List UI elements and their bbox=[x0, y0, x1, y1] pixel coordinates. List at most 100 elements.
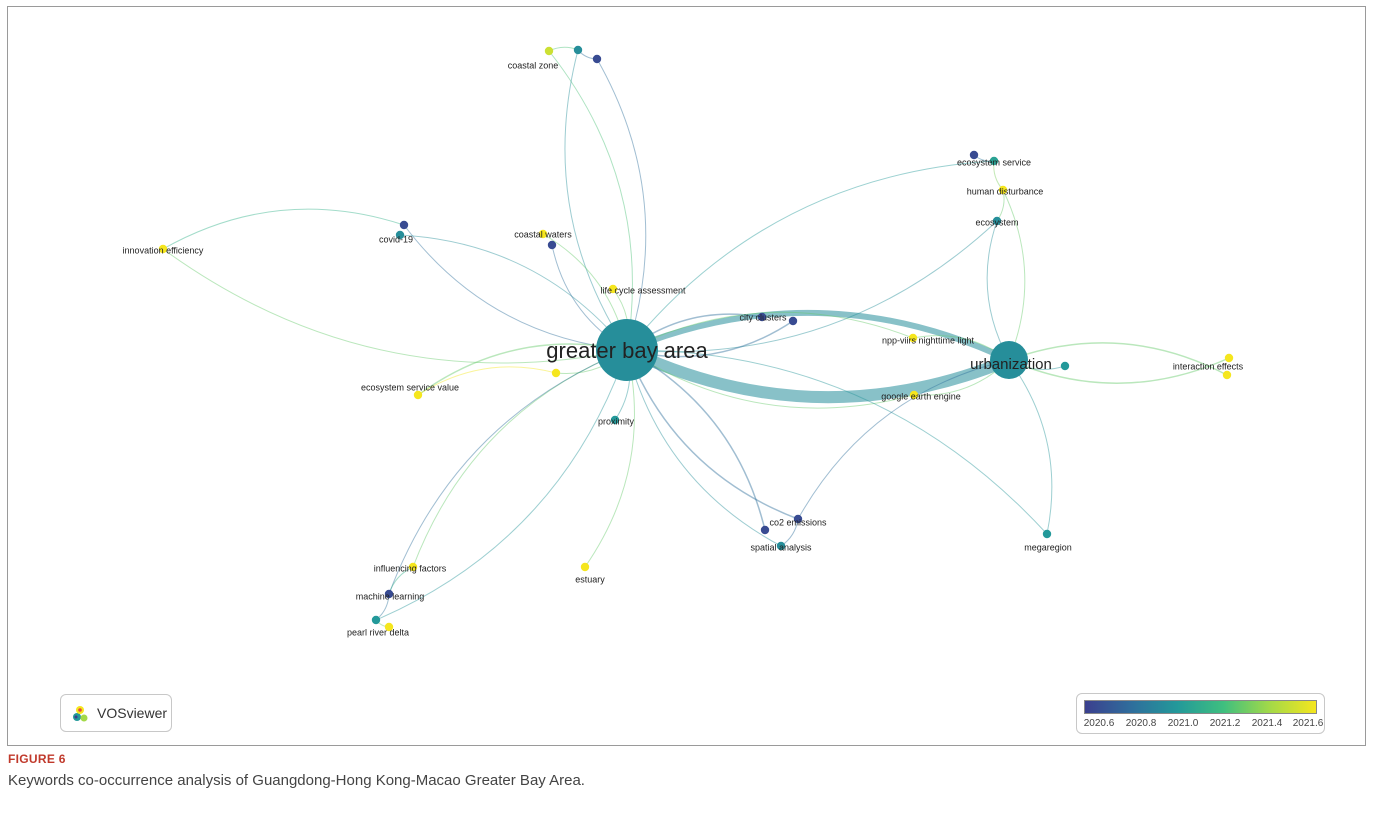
node-label-ecosystem: ecosystem bbox=[975, 217, 1018, 227]
node-label-megaregion: megaregion bbox=[1024, 542, 1072, 552]
node-label-coastal-zone: coastal zone bbox=[508, 60, 559, 70]
node-city-clusters[interactable] bbox=[757, 312, 767, 322]
network-link bbox=[162, 248, 628, 364]
vosviewer-label: VOSviewer bbox=[97, 705, 168, 721]
node-spatial[interactable] bbox=[776, 541, 786, 551]
network-link bbox=[596, 58, 647, 351]
node-proximity[interactable] bbox=[610, 415, 620, 425]
node-esv[interactable] bbox=[413, 390, 423, 400]
node-cz2[interactable] bbox=[573, 45, 583, 55]
network-link bbox=[1002, 189, 1026, 361]
legend-tick: 2021.6 bbox=[1292, 718, 1324, 729]
network-link bbox=[1008, 359, 1053, 535]
co-occurrence-network: greater bay area urbanization coastal zone… bbox=[123, 45, 1244, 637]
node-machine[interactable] bbox=[384, 589, 394, 599]
node-cw2[interactable] bbox=[547, 240, 557, 250]
node-pearl[interactable] bbox=[371, 615, 381, 625]
node-interaction[interactable] bbox=[1224, 353, 1234, 363]
network-labels: greater bay area urbanization coastal zone… bbox=[123, 60, 1244, 637]
network-link bbox=[564, 49, 628, 351]
network-link bbox=[399, 234, 628, 351]
network-link bbox=[548, 50, 633, 351]
figure-frame: greater bay area urbanization coastal zone… bbox=[7, 6, 1366, 746]
network-link bbox=[626, 160, 995, 351]
network-link bbox=[584, 349, 635, 568]
legend-tick: 2021.2 bbox=[1209, 718, 1241, 729]
vosviewer-logo-icon bbox=[73, 706, 88, 722]
node-label-proximity: proximity bbox=[598, 416, 635, 426]
node-urb2[interactable] bbox=[1060, 361, 1070, 371]
legend-tick: 2020.8 bbox=[1125, 718, 1157, 729]
network-link bbox=[375, 349, 628, 621]
node-label-covid: covid-19 bbox=[379, 234, 413, 244]
node-google[interactable] bbox=[909, 390, 919, 400]
node-label-interaction: interaction effects bbox=[1173, 361, 1244, 371]
legend-tick: 2020.6 bbox=[1083, 718, 1115, 729]
node-estuary[interactable] bbox=[580, 562, 590, 572]
network-link bbox=[417, 366, 557, 396]
node-label-npp: npp-viirs nighttime light bbox=[882, 335, 975, 345]
network-link bbox=[625, 309, 1011, 363]
node-co2[interactable] bbox=[793, 514, 803, 524]
node-label-urb: urbanization bbox=[970, 356, 1052, 373]
network-link bbox=[626, 349, 799, 520]
network-link bbox=[626, 311, 914, 351]
node-label-estuary: estuary bbox=[575, 574, 605, 584]
node-label-eco-service: ecosystem service bbox=[957, 157, 1031, 167]
node-influencing[interactable] bbox=[408, 562, 418, 572]
color-legend: 2020.6 2020.8 2021.0 2021.2 2021.4 2021.… bbox=[1076, 693, 1325, 734]
legend-tick: 2021.0 bbox=[1167, 718, 1199, 729]
node-label-machine: machine learning bbox=[356, 591, 425, 601]
node-gba2[interactable] bbox=[551, 368, 561, 378]
node-coastal-zone[interactable] bbox=[544, 46, 554, 56]
node-label-spatial: spatial analysis bbox=[750, 542, 812, 552]
node-ie2[interactable] bbox=[1222, 370, 1232, 380]
node-label-city-clusters: city clusters bbox=[739, 312, 787, 322]
node-cz3[interactable] bbox=[592, 54, 602, 64]
network-link bbox=[388, 349, 628, 595]
node-gba[interactable] bbox=[596, 319, 658, 381]
network-link bbox=[548, 46, 579, 52]
network-link bbox=[1008, 357, 1230, 384]
node-label-esv: ecosystem service value bbox=[361, 382, 459, 392]
network-link bbox=[624, 344, 1012, 404]
network-link bbox=[626, 349, 915, 409]
color-scale-bar bbox=[1084, 700, 1317, 714]
node-cc2[interactable] bbox=[788, 316, 798, 326]
node-ecosystem[interactable] bbox=[992, 216, 1002, 226]
node-eco-service[interactable] bbox=[989, 156, 999, 166]
network-link bbox=[986, 220, 1010, 361]
vosviewer-badge: VOSviewer bbox=[60, 694, 172, 732]
node-label-lca: life cycle assessment bbox=[600, 285, 686, 295]
network-link bbox=[797, 359, 1010, 520]
network-link bbox=[162, 208, 405, 250]
node-human-dist[interactable] bbox=[998, 185, 1008, 195]
network-nodes bbox=[158, 45, 1234, 632]
node-urb[interactable] bbox=[990, 341, 1028, 379]
node-eco-service2[interactable] bbox=[969, 150, 979, 160]
node-co2b[interactable] bbox=[760, 525, 770, 535]
node-covid2[interactable] bbox=[395, 230, 405, 240]
node-pearl2[interactable] bbox=[384, 622, 394, 632]
node-npp[interactable] bbox=[908, 333, 918, 343]
figure-caption: Keywords co-occurrence analysis of Guang… bbox=[8, 772, 585, 789]
node-label-pearl: pearl river delta bbox=[347, 627, 409, 637]
node-label-innovation: innovation efficiency bbox=[123, 245, 204, 255]
node-label-influencing: influencing factors bbox=[374, 563, 447, 573]
node-covid[interactable] bbox=[399, 220, 409, 230]
node-label-google: google earth engine bbox=[881, 391, 961, 401]
node-coastal-waters[interactable] bbox=[538, 229, 548, 239]
node-label-human-dist: human disturbance bbox=[967, 186, 1044, 196]
network-link bbox=[1008, 342, 1228, 376]
legend-tick: 2021.4 bbox=[1251, 718, 1283, 729]
network-link bbox=[626, 220, 998, 353]
node-label-co2: co2 emissions bbox=[769, 517, 827, 527]
node-innovation[interactable] bbox=[158, 244, 168, 254]
node-lca[interactable] bbox=[608, 284, 618, 294]
network-link bbox=[626, 349, 1048, 535]
node-label-coastal-waters: coastal waters bbox=[514, 229, 572, 239]
node-megaregion[interactable] bbox=[1042, 529, 1052, 539]
network-link bbox=[412, 349, 628, 568]
network-link bbox=[626, 349, 782, 547]
node-label-gba: greater bay area bbox=[546, 338, 708, 363]
